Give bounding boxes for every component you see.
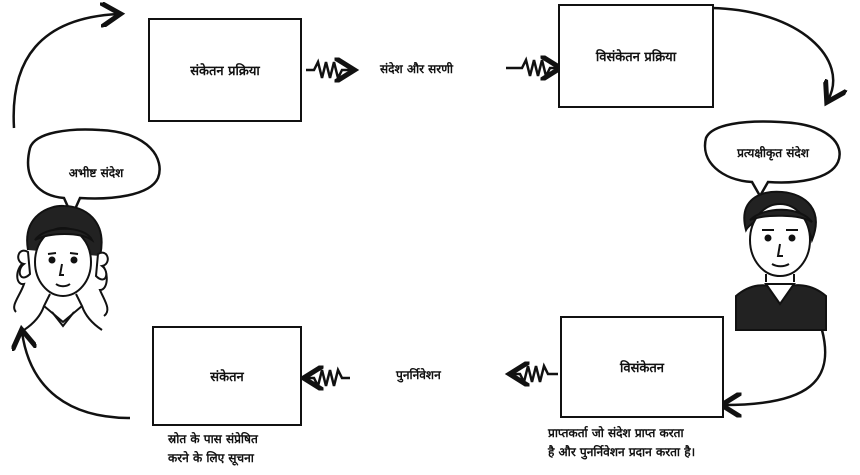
- encoding-box: संकेतन: [152, 326, 302, 426]
- perceived-message-text: प्रत्यक्षीकृत संदेश: [737, 146, 809, 160]
- receiver-info-line-2: है और पुनर्निवेशन प्रदान करता है।: [548, 445, 696, 459]
- arrow-decoding-to-boy: [711, 6, 833, 100]
- zigzag-arrow-bottom-right: [512, 366, 558, 382]
- zigzag-arrow-top-right: [506, 60, 558, 76]
- zigzag-arrow-bottom-left: [306, 370, 350, 386]
- encoding-label: संकेतन: [210, 370, 244, 385]
- arrow-boy-to-decoding: [724, 329, 827, 405]
- encoding-process-box: संकेतन प्रक्रिया: [148, 18, 302, 122]
- girl-illustration: [13, 204, 109, 331]
- source-info-caption: स्रोत के पास संप्रेषित करने के लिए सूचना: [168, 430, 258, 468]
- zigzag-arrow-top-left: [306, 62, 352, 78]
- channel-label: संदेश और सरणी: [380, 62, 453, 76]
- arrow-girl-to-encoding: [12, 14, 118, 129]
- boy-illustration: [735, 190, 827, 331]
- intended-message-text: अभीष्ट संदेश: [68, 166, 124, 180]
- decoding-box: विसंकेतन: [560, 316, 724, 418]
- receiver-info-line-1: प्राप्तकर्ता जो संदेश प्राप्त करता: [548, 426, 684, 440]
- source-info-line-2: करने के लिए सूचना: [168, 451, 254, 465]
- feedback-label: पुनर्निवेशन: [396, 368, 441, 382]
- encoding-process-label: संकेतन प्रक्रिया: [190, 64, 260, 79]
- receiver-info-caption: प्राप्तकर्ता जो संदेश प्राप्त करता है और…: [548, 424, 695, 462]
- source-info-line-1: स्रोत के पास संप्रेषित: [168, 432, 258, 446]
- speech-bubble-left: [26, 128, 161, 220]
- decoding-process-label: विसंकेतन प्रक्रिया: [595, 50, 677, 65]
- speech-bubble-right: [703, 120, 841, 199]
- decoding-label: विसंकेतन: [620, 361, 664, 376]
- decoding-process-box: विसंकेतन प्रक्रिया: [558, 4, 714, 108]
- arrow-encoding-to-girl: [22, 332, 131, 420]
